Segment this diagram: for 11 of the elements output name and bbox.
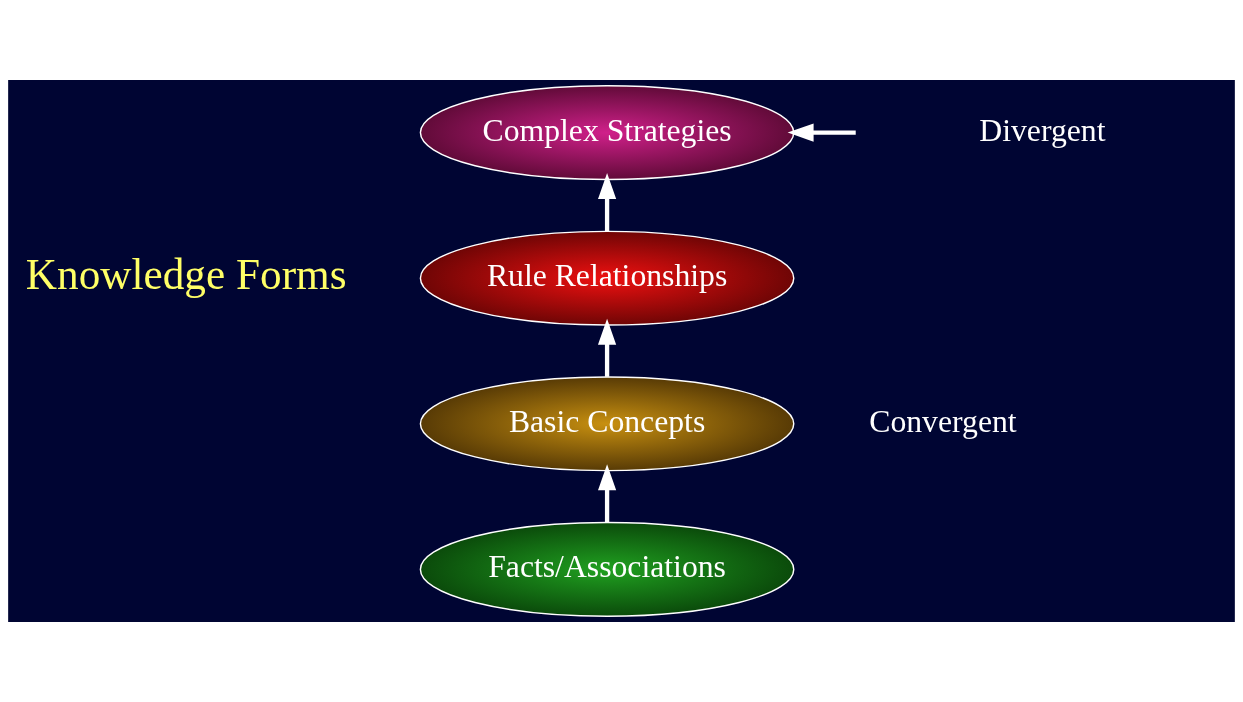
- label: Knowledge Forms: [25, 250, 347, 299]
- arrow: [787, 123, 856, 142]
- node-text: Divergent: [979, 112, 1106, 148]
- label: Convergent: [869, 403, 1017, 439]
- arrow: [598, 464, 617, 523]
- arrow: [598, 318, 617, 377]
- node-ellipse: Rule Relationships: [419, 230, 795, 326]
- node-ellipse: Complex Strategies: [419, 85, 795, 181]
- node-ellipse: Basic Concepts: [419, 376, 795, 472]
- node-ellipse: Facts/Associations: [419, 521, 795, 617]
- arrow: [598, 173, 617, 232]
